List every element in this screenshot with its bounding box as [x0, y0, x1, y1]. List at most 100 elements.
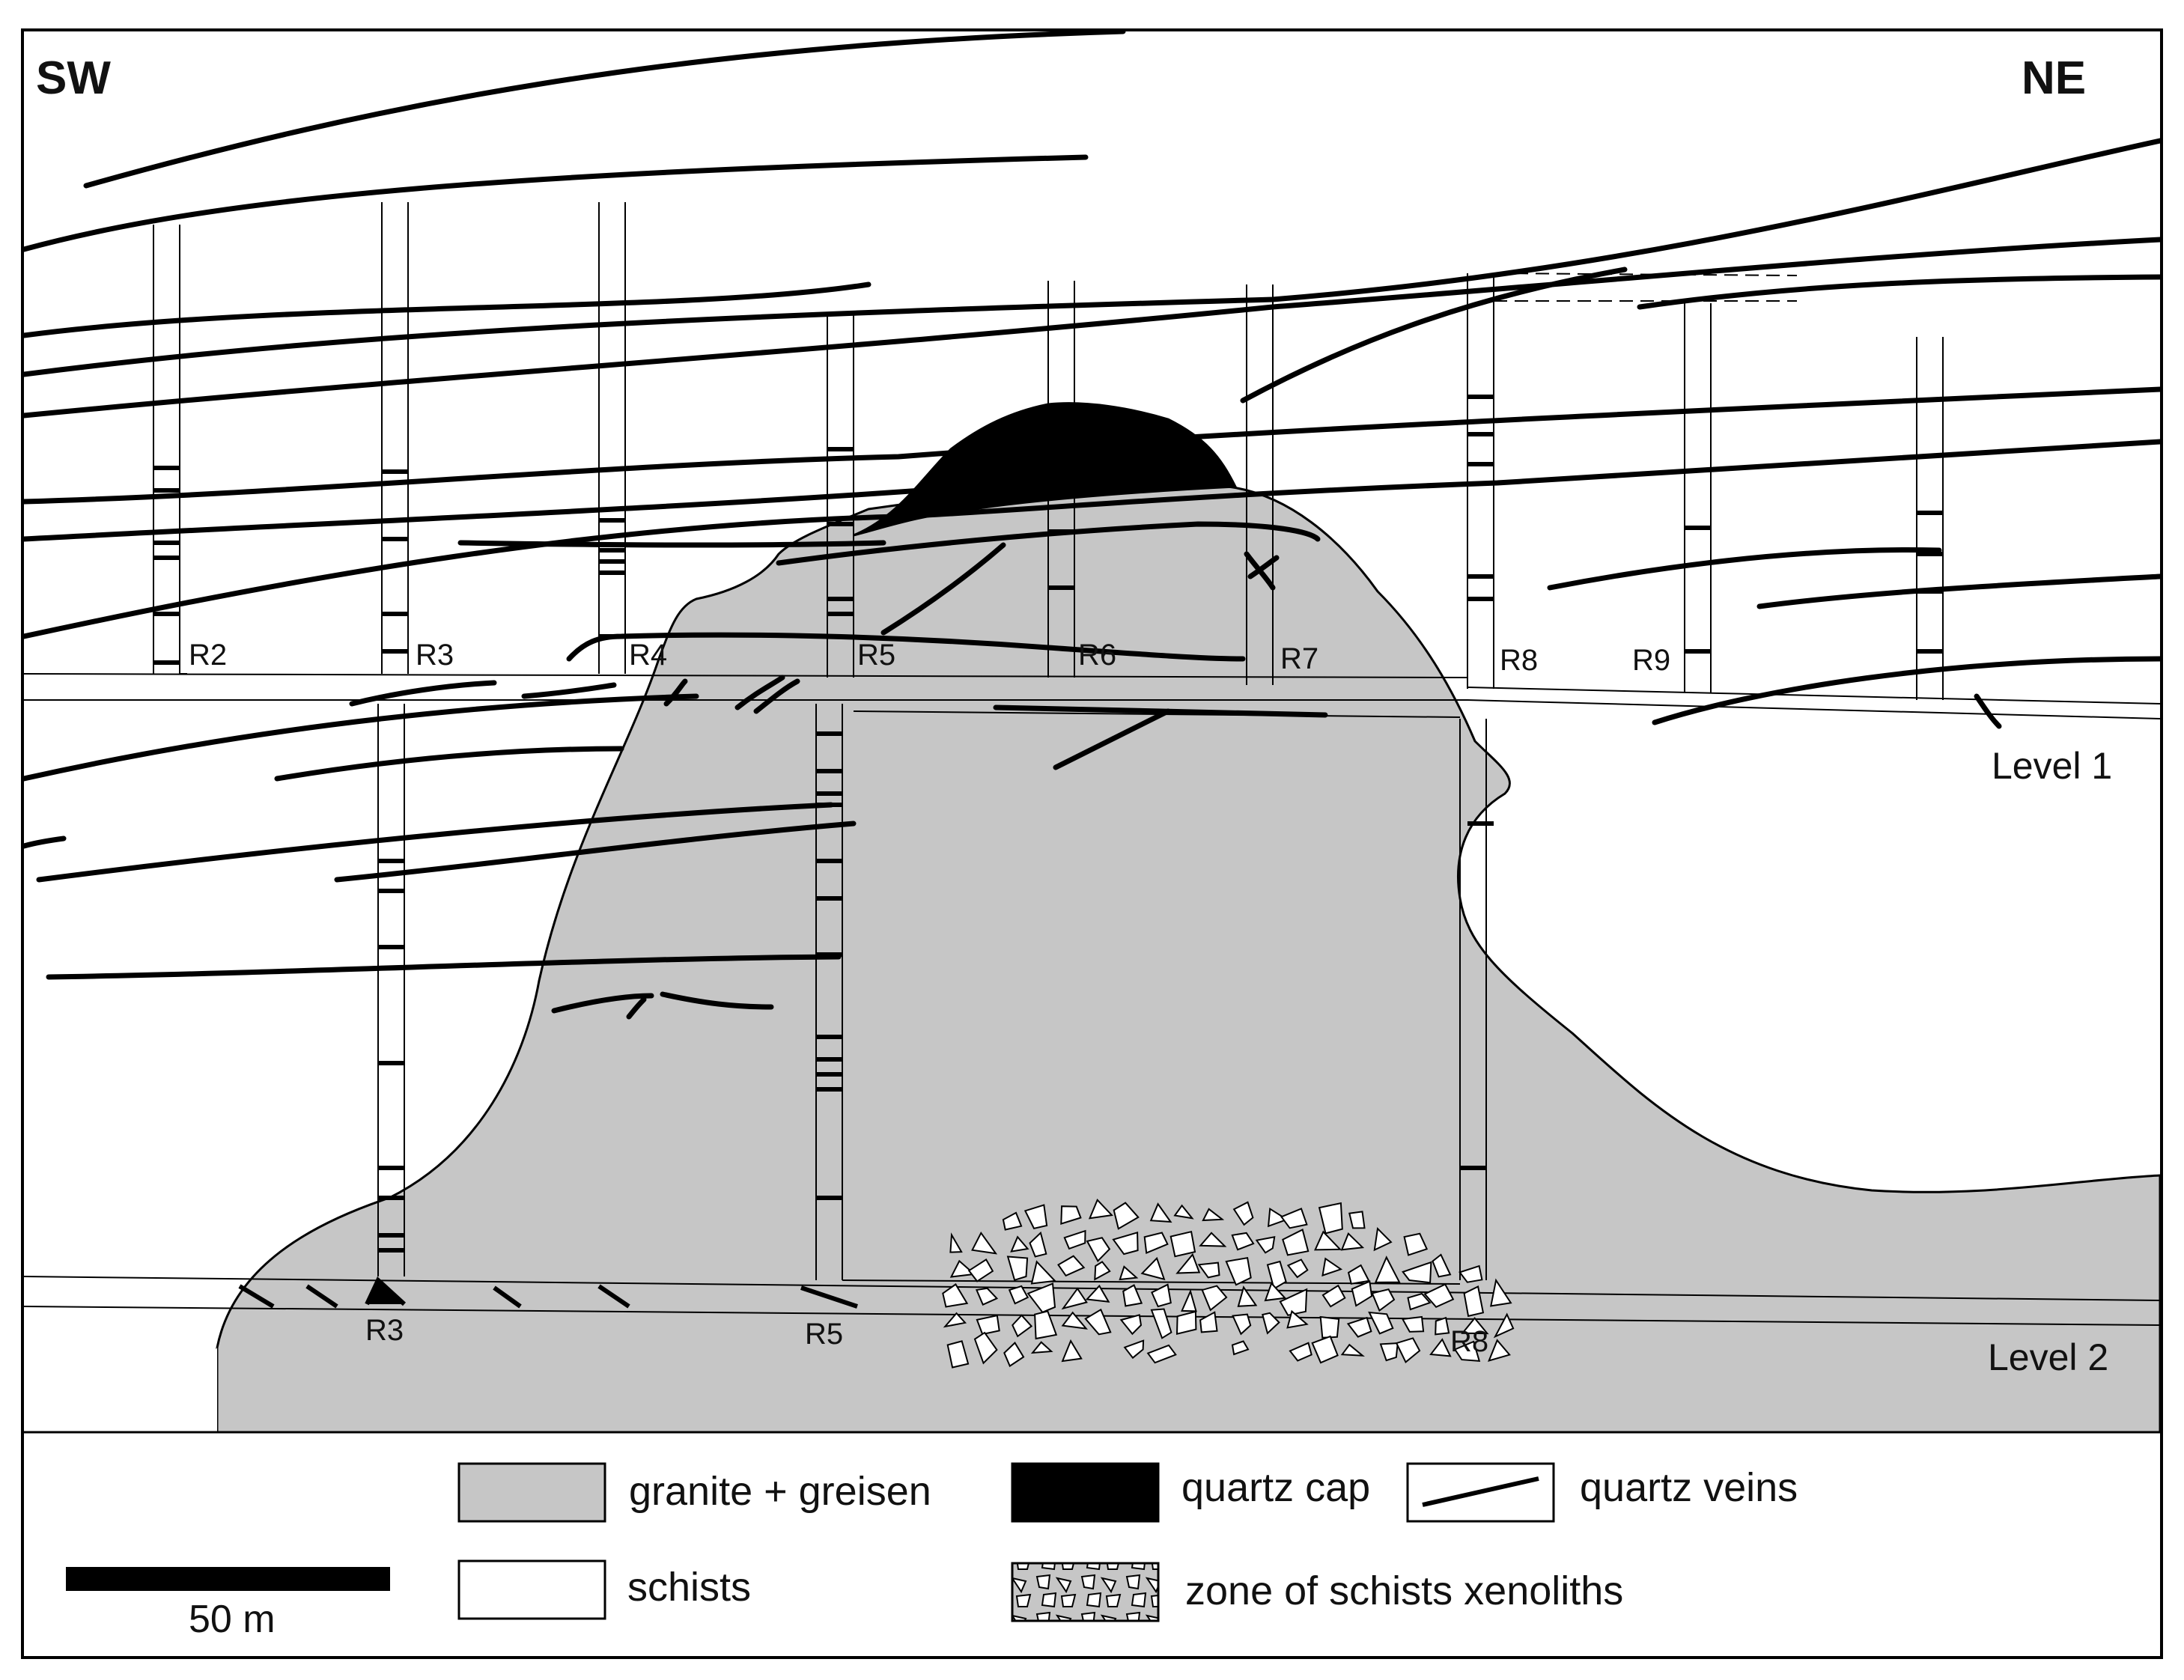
xenolith-fragment [1030, 1341, 1053, 1354]
xenolith-fragment [1348, 1211, 1366, 1229]
xenolith-fragment [1149, 1202, 1172, 1223]
xenolith-fragment [1197, 1261, 1220, 1279]
quartz-vein [993, 704, 1328, 718]
xenolith-fragment [1423, 1283, 1455, 1309]
xenolith-fragment [1146, 1344, 1177, 1364]
xenolith-fragment [1231, 1340, 1250, 1356]
raise-labels-upper: R2 R3 R4 R5 R6 R7 R8 R9 [189, 639, 1670, 677]
xenolith-fragment [1488, 1339, 1511, 1363]
xenolith-fragment [1289, 1342, 1312, 1362]
xenolith-fragment [1373, 1226, 1393, 1252]
xenolith-fragment [1225, 1256, 1252, 1286]
xenolith-zone [942, 1198, 1515, 1369]
xenolith-fragment [1282, 1229, 1310, 1256]
xenolith-fragment [1340, 1232, 1365, 1251]
quartz-vein [24, 439, 2160, 639]
xenolith-fragment [1463, 1285, 1485, 1318]
quartz-vein [521, 682, 617, 699]
xenolith-fragment [1060, 1205, 1082, 1225]
legend-label-schists: schists [627, 1565, 751, 1610]
legend-swatch-xenoliths [1011, 1562, 1160, 1622]
xenolith-fragment [971, 1231, 998, 1255]
xenolith-fragment [1173, 1204, 1194, 1220]
xenolith-fragment [1119, 1314, 1143, 1336]
raise-label: R2 [189, 639, 227, 672]
xenolith-fragment [949, 1259, 976, 1278]
xenolith-fragment [1122, 1284, 1143, 1307]
quartz-vein [1756, 573, 2160, 609]
legend: granite + greisen quartz cap quartz vein… [457, 1462, 1798, 1622]
raise-label: R7 [1280, 642, 1318, 675]
xenolith-fragment [1086, 1237, 1111, 1262]
raise-label: R8 [1450, 1325, 1488, 1358]
legend-label-quartz-cap: quartz cap [1181, 1465, 1370, 1510]
xenolith-fragment [1493, 1312, 1515, 1339]
xenolith-fragment [1435, 1316, 1450, 1336]
xenolith-fragment [1321, 1257, 1343, 1277]
quartz-vein [24, 836, 67, 849]
xenolith-fragment [1175, 1310, 1197, 1335]
raise-label: R8 [1500, 644, 1538, 677]
xenolith-fragment [1008, 1285, 1029, 1305]
xenolith-fragment [1119, 1265, 1139, 1281]
quartz-vein [1547, 547, 1942, 591]
xenolith-fragment [1453, 1340, 1481, 1363]
xenolith-fragment [1061, 1339, 1083, 1363]
xenolith-fragment [1403, 1232, 1429, 1256]
schists-lower-left [24, 1348, 217, 1432]
quartz-vein [551, 993, 654, 1014]
xenolith-fragment [1143, 1232, 1169, 1255]
xenolith-fragment [1057, 1255, 1086, 1277]
xenolith-fragment [1201, 1285, 1228, 1312]
xenolith-fragment [1395, 1337, 1421, 1363]
xenolith-fragment [1169, 1230, 1196, 1258]
quartz-vein [663, 678, 688, 707]
legend-swatch-granite [457, 1462, 606, 1523]
xenolith-fragment [1199, 1232, 1227, 1247]
xenolith-fragment [1181, 1288, 1197, 1312]
raise-label: R5 [805, 1318, 843, 1351]
level-1-label: Level 1 [1992, 745, 2112, 787]
xenolith-fragment [1255, 1236, 1276, 1254]
quartz-vein [24, 484, 976, 542]
quartz-vein [753, 678, 800, 714]
xenolith-fragment [1458, 1264, 1483, 1283]
xenolith-fragment [1264, 1282, 1287, 1302]
xenolith-fragment [1029, 1231, 1047, 1258]
xenolith-fragment [1280, 1208, 1308, 1229]
legend-swatch-schists [457, 1559, 606, 1620]
xenolith-fragment [1061, 1287, 1088, 1310]
xenolith-fragment [1368, 1311, 1394, 1335]
quartz-vein [24, 386, 2160, 505]
xenolith-fragment [1461, 1317, 1489, 1335]
vein-intercepts [153, 395, 1943, 1309]
xenolith-fragment [1237, 1285, 1258, 1307]
raise-labels-lower: R3 R5 R8 [365, 1314, 1488, 1358]
quartz-vein [1053, 708, 1171, 770]
xenolith-fragment [1432, 1253, 1452, 1278]
legend-label-quartz-veins: quartz veins [1580, 1465, 1798, 1510]
xenolith-fragment [1232, 1313, 1252, 1336]
xenolith-fragment [1407, 1292, 1432, 1311]
quartz-vein [1652, 656, 2160, 725]
xenolith-fragment [1401, 1315, 1425, 1333]
xenolith-fragment [1140, 1256, 1166, 1281]
quartz-vein [1637, 274, 2160, 310]
scale-bar: 50 m [66, 1567, 390, 1641]
xenolith-fragment [942, 1283, 969, 1308]
quartz-vein [274, 746, 624, 782]
xenolith-fragment [946, 1340, 970, 1369]
xenolith-fragment [1034, 1310, 1058, 1340]
xenolith-fragment [1061, 1311, 1089, 1330]
xenolith-fragment [1340, 1343, 1365, 1357]
quartz-vein [24, 237, 2160, 419]
xenolith-fragment [967, 1258, 994, 1282]
quartz-vein [36, 802, 834, 883]
orientation-ne: NE [2022, 52, 2086, 104]
xenolith-fragment [1113, 1202, 1140, 1230]
quartz-vein [1244, 551, 1276, 591]
raise-label: R6 [1078, 639, 1116, 672]
raise-label: R3 [365, 1314, 404, 1347]
quartz-vein [83, 31, 1126, 189]
quartz-vein [1240, 267, 1628, 404]
